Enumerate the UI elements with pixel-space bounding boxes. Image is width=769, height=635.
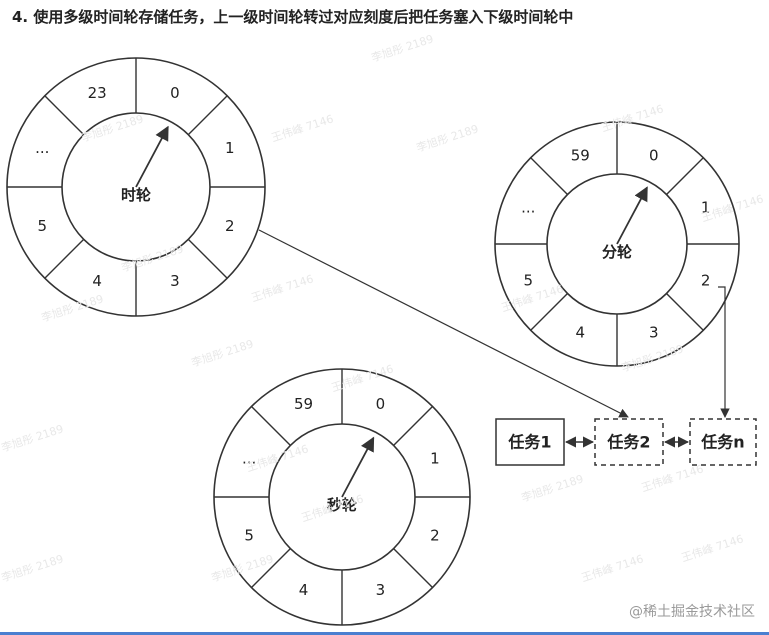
slot-label: 1 (430, 450, 440, 468)
diagram-heading: 4. 使用多级时间轮存储任务，上一级时间轮转过对应刻度后把任务塞入下级时间轮中 (12, 8, 574, 26)
slot-divider (187, 95, 228, 136)
slot-label: 0 (376, 395, 386, 413)
wheel-center-label: 秒轮 (327, 496, 357, 514)
wheel-pointer-arrow (616, 186, 648, 245)
slot-label: 3 (376, 581, 386, 599)
task-list: 任务1 任务2 任务n (495, 418, 757, 466)
wheel-pointer-arrow (341, 436, 375, 498)
slot-label: 4 (92, 272, 102, 290)
brand-watermark: @稀土掘金技术社区 (629, 604, 755, 620)
task-label: 任务n (700, 433, 744, 452)
minute-wheel: 0 1 2 3 4 5... 59 分轮 (494, 121, 740, 367)
slot-divider (187, 238, 228, 279)
slot-divider (393, 548, 434, 589)
task-box-frame (594, 418, 664, 466)
slot-label: 3 (649, 324, 659, 342)
slot-label: 23 (88, 84, 107, 102)
slot-divider (250, 405, 291, 446)
slot-label: 4 (299, 581, 309, 599)
task-label: 任务2 (606, 433, 650, 452)
slot-divider (44, 95, 85, 136)
task-label: 任务1 (507, 433, 551, 452)
slot-label: ... (35, 139, 49, 157)
slot-label: 1 (701, 198, 711, 216)
slot-label: ... (521, 198, 535, 216)
slot-label: 3 (170, 272, 180, 290)
slot-label: 0 (649, 146, 659, 164)
slot-label: 2 (225, 217, 235, 235)
slot-label: 59 (294, 395, 313, 413)
wheel-pointer-arrow (135, 125, 169, 188)
slot-label: 4 (575, 324, 585, 342)
wheel-center-label: 时轮 (121, 186, 151, 204)
slot-divider (44, 238, 85, 279)
slot-label: 5 (37, 217, 47, 235)
task-box-frame (689, 418, 757, 466)
task-box: 任务n (689, 418, 757, 466)
slot-label: 1 (225, 139, 235, 157)
hour-to-task-arrow (258, 229, 629, 418)
slot-label: 5 (244, 526, 254, 544)
task-box: 任务2 (594, 418, 664, 466)
slot-divider (530, 293, 568, 331)
wheel-center-label: 分轮 (602, 243, 632, 261)
slot-label: 5 (524, 272, 534, 290)
slot-divider (530, 157, 568, 195)
task-box-frame (495, 418, 565, 466)
connection-arrows (258, 229, 730, 448)
minute-to-task-arrow (718, 286, 730, 418)
slot-divider (250, 548, 291, 589)
slot-divider (666, 157, 704, 195)
slot-label: 2 (701, 272, 711, 290)
task-box: 任务1 (495, 418, 565, 466)
slot-divider (393, 405, 434, 446)
slot-label: 0 (170, 84, 180, 102)
slot-divider (666, 293, 704, 331)
second-wheel: 0 1 2 3 4 5... 59 秒轮 (213, 368, 471, 626)
slot-label: 59 (571, 146, 590, 164)
bottom-accent-bar (0, 632, 769, 635)
slot-label: 2 (430, 526, 440, 544)
slot-label: ... (242, 450, 256, 468)
